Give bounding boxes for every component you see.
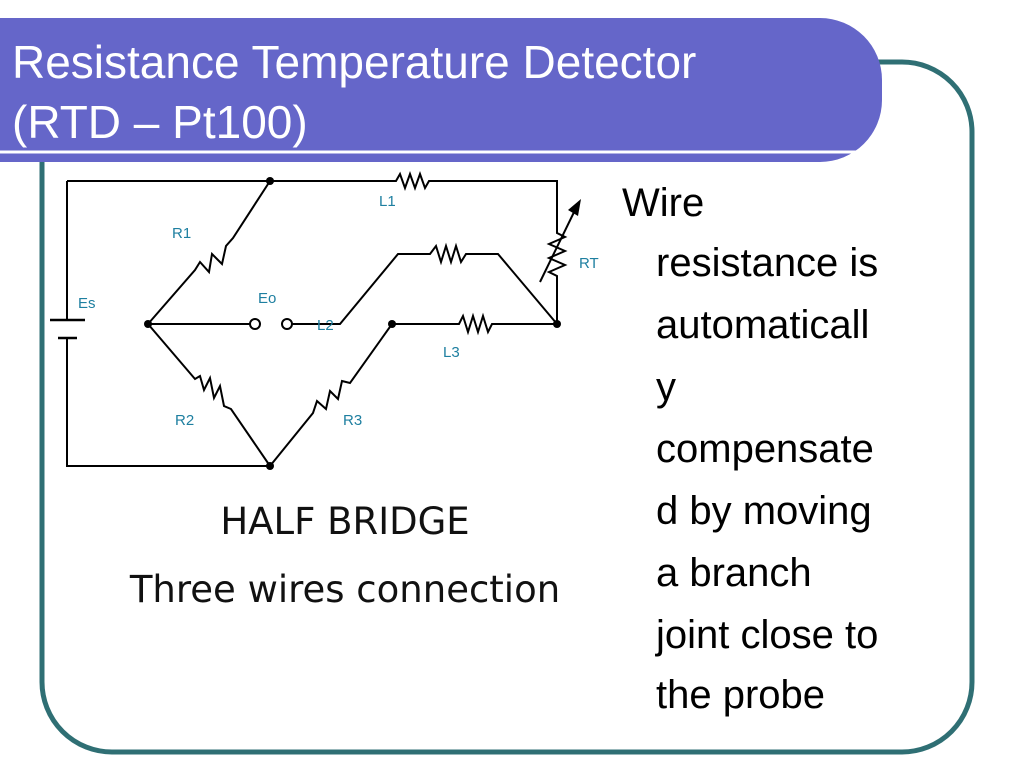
bullet-line-2: resistance is [656,241,879,285]
label-es: Es [78,295,96,312]
wires [66,171,568,467]
title-band [0,18,882,162]
eo-terminal-right [281,318,293,330]
bullet-line-3: automaticall [656,303,870,347]
title-line-1: Resistance Temperature Detector [12,36,697,88]
eo-terminal-left [249,318,261,330]
bullet-line-8: joint close to [656,613,879,657]
title-line-2: (RTD – Pt100) [12,96,308,148]
bullet-line-1: Wire [622,181,705,225]
label-l1: L1 [379,193,396,210]
label-r1: R1 [172,225,191,242]
caption-line-1: HALF BRIDGE [220,500,470,543]
label-r3: R3 [343,412,362,429]
node-right [553,320,561,328]
caption-line-2: Three wires connection [129,568,561,611]
node-bottom [266,462,274,470]
node-left [144,320,152,328]
rt-variable-arrow [539,205,578,283]
bullet-line-5: compensate [656,427,874,471]
node-l3 [388,320,396,328]
bullet-line-4: y [656,365,676,409]
label-l3: L3 [443,344,460,361]
bullet-line-9: the probe [656,673,826,717]
bullet-line-7: a branch [656,551,812,595]
rt-arrow-head [568,199,581,216]
half-bridge-circuit-diagram: L1 R1 RT Es Eo L2 L3 R2 R3 [50,171,599,470]
label-l2: L2 [317,317,334,334]
label-rt: RT [579,255,599,272]
bullet-line-6: d by moving [656,489,872,533]
label-r2: R2 [175,412,194,429]
node-top [266,177,274,185]
label-eo: Eo [258,290,276,307]
